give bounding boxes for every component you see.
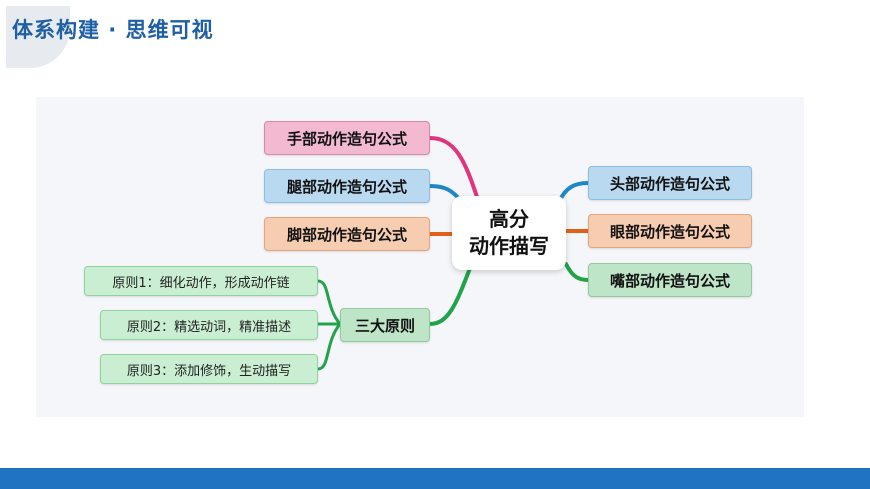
link-principle-3 — [316, 322, 342, 371]
node-leg-formula: 腿部动作造句公式 — [264, 169, 430, 203]
node-mouth-formula: 嘴部动作造句公式 — [588, 263, 752, 297]
center-node: 高分 动作描写 — [452, 196, 566, 270]
link-head — [558, 181, 590, 202]
link-principles — [428, 266, 472, 326]
link-hand — [428, 136, 480, 202]
node-foot-formula: 脚部动作造句公式 — [264, 217, 430, 251]
center-node-line2: 动作描写 — [469, 234, 549, 258]
node-principle-3: 原则3：添加修饰，生动描写 — [100, 354, 318, 384]
page-title: 体系构建 · 思维可视 — [12, 18, 214, 42]
node-head-formula: 头部动作造句公式 — [588, 166, 752, 200]
node-principle-1: 原则1：细化动作，形成动作链 — [84, 266, 318, 296]
link-principle-1 — [316, 279, 342, 326]
node-hand-formula: 手部动作造句公式 — [264, 121, 430, 155]
node-three-principles: 三大原则 — [340, 308, 430, 342]
bottom-bar — [0, 468, 870, 489]
link-mouth — [564, 262, 590, 282]
node-principle-2: 原则2：精选动词，精准描述 — [100, 310, 318, 340]
center-node-line1: 高分 — [489, 207, 529, 231]
node-eye-formula: 眼部动作造句公式 — [588, 214, 752, 248]
